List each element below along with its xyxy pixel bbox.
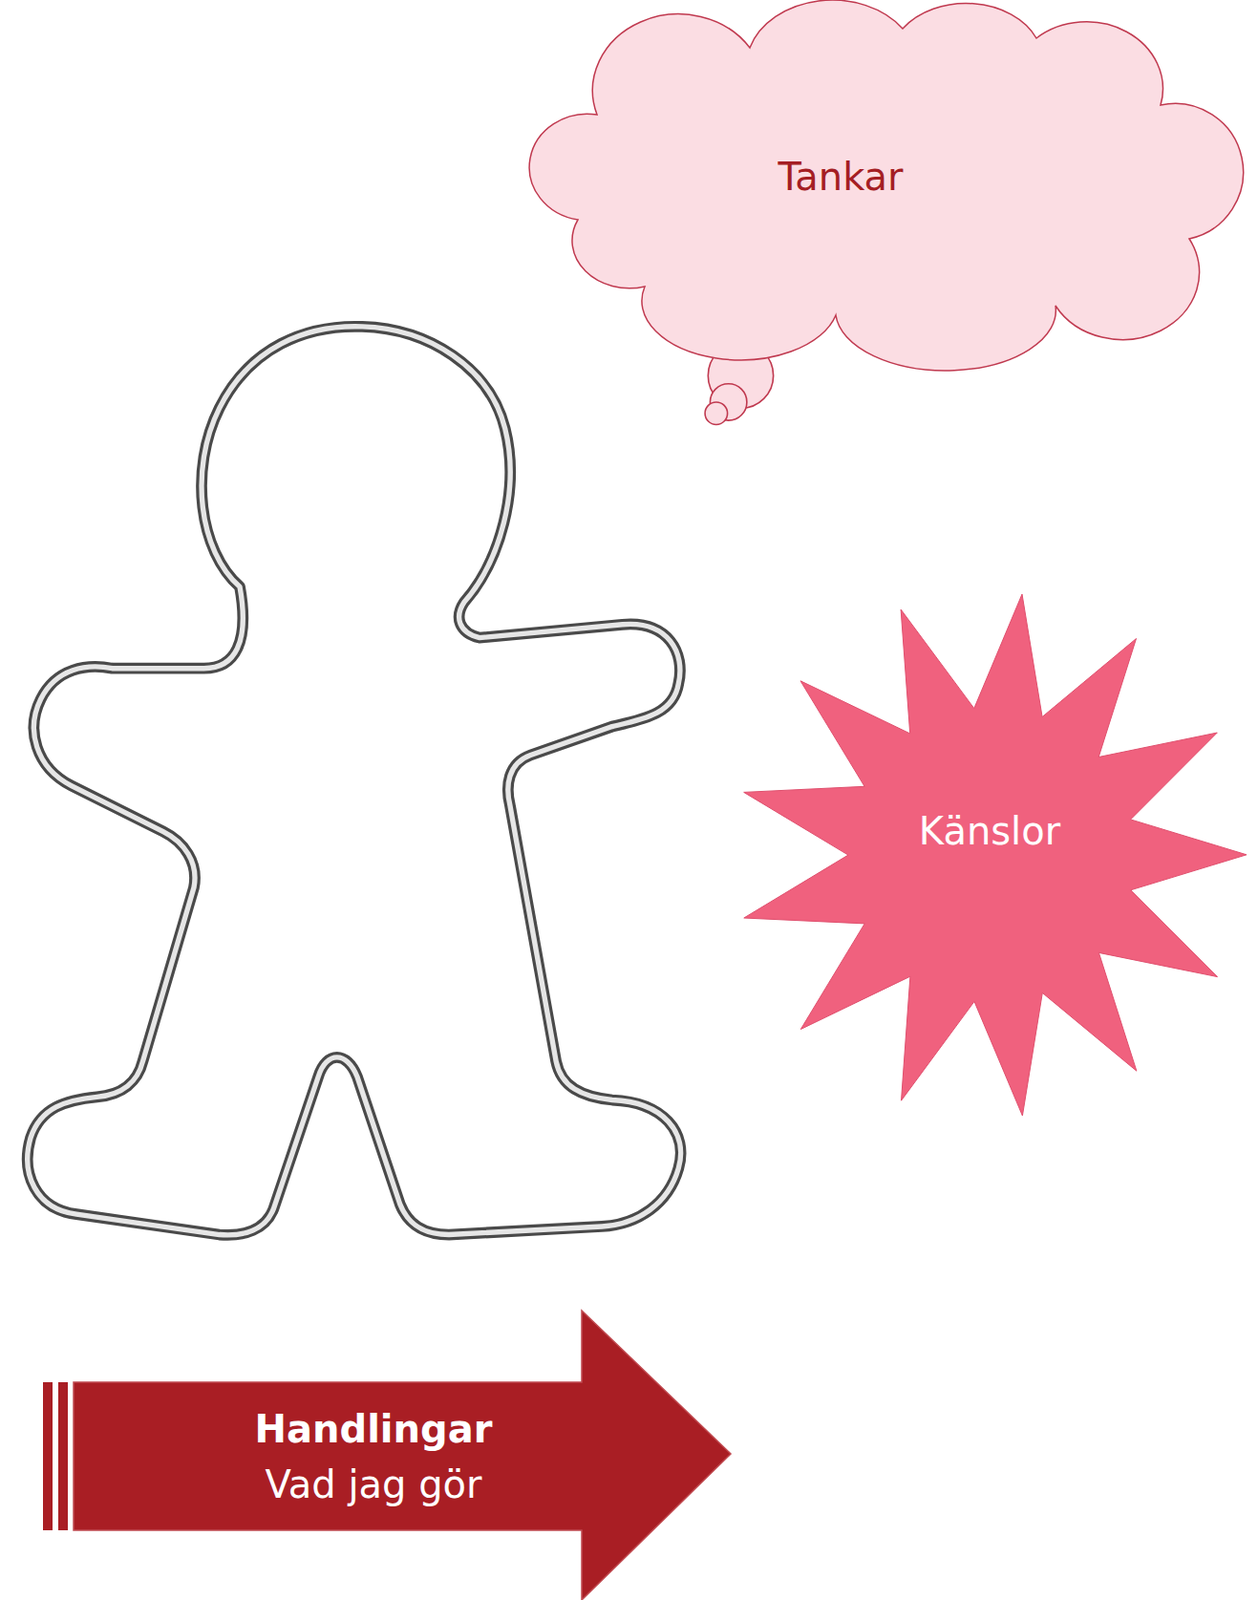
cookie-cutter [27, 326, 682, 1236]
text-area: Tankar [616, 114, 1066, 239]
node-heading: Känslor [918, 803, 1061, 859]
node-heading: Handlingar [255, 1401, 493, 1457]
text-area: Känslor [860, 783, 1119, 879]
thought-cloud: Tankar [520, 0, 1228, 325]
feeling-starburst: Känslor [736, 592, 1247, 1118]
feeling-starburst-outline [736, 592, 1247, 1118]
node-subtext: Vad jag gör [265, 1456, 483, 1513]
text-area: HandlingarVad jag gör [81, 1382, 666, 1531]
node-heading: Tankar [777, 149, 903, 205]
action-arrow-outline [42, 1310, 731, 1600]
action-arrow: HandlingarVad jag gör [42, 1310, 731, 1600]
